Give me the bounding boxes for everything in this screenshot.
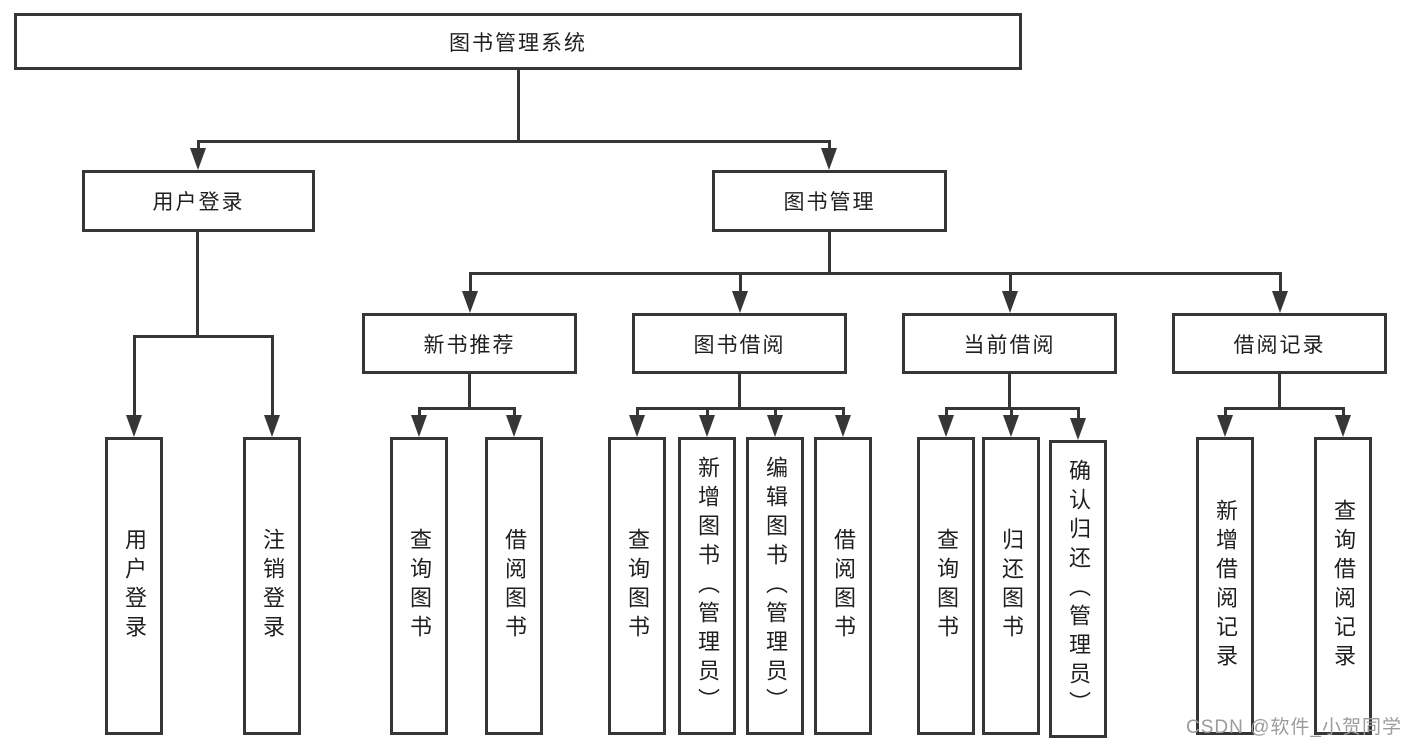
connector-stem	[828, 140, 831, 152]
arrowhead-down-icon	[1335, 415, 1351, 437]
leaf-borrow-books: 借阅图书	[814, 437, 872, 735]
arrowhead-down-icon	[1217, 415, 1233, 437]
arrowhead-down-icon	[462, 291, 478, 313]
leaf-label: 查询图书	[407, 528, 432, 644]
connector-stem	[271, 335, 274, 419]
node-book-management: 图书管理	[712, 170, 947, 232]
connector-stem	[1278, 374, 1281, 407]
node-user-login-label: 用户登录	[152, 191, 245, 214]
connector-user-login-stem	[196, 232, 199, 335]
connector-book-mgmt-hbar	[469, 272, 1282, 275]
connector-user-login-hbar	[133, 335, 274, 338]
connector-stem	[1010, 407, 1013, 419]
leaf-user-login-label: 用户登录	[122, 528, 147, 644]
node-book-borrowing-label: 图书借阅	[693, 333, 786, 357]
leaf-query-books-borrowing: 查询图书	[608, 437, 666, 735]
node-borrow-records: 借阅记录	[1172, 313, 1387, 374]
arrowhead-down-icon	[1070, 418, 1086, 440]
leaf-confirm-return-admin: 确认归还（管理员）	[1049, 440, 1107, 738]
leaf-user-login: 用户登录	[105, 437, 163, 735]
node-new-book-recommend-label: 新书推荐	[423, 333, 516, 357]
leaf-borrow-books-recommend: 借阅图书	[485, 437, 543, 735]
connector-stem	[706, 407, 709, 419]
node-root-label: 图书管理系统	[449, 31, 587, 55]
leaf-edit-books-admin: 编辑图书（管理员）	[746, 437, 804, 735]
connector-stem	[842, 407, 845, 419]
connector-stem	[468, 374, 471, 407]
node-book-borrowing: 图书借阅	[632, 313, 847, 374]
connector-stem	[513, 407, 516, 419]
leaf-label: 编辑图书（管理员）	[763, 455, 788, 717]
arrowhead-down-icon	[629, 415, 645, 437]
leaf-label: 新增借阅记录	[1213, 499, 1238, 673]
connector-stem	[469, 272, 472, 295]
node-root: 图书管理系统	[14, 13, 1022, 70]
leaf-return-books: 归还图书	[982, 437, 1040, 735]
leaf-label: 借阅图书	[831, 528, 856, 644]
connector-stem	[1077, 407, 1080, 422]
leaf-add-books-admin: 新增图书（管理员）	[678, 437, 736, 735]
node-book-management-label: 图书管理	[783, 191, 876, 214]
leaf-label: 借阅图书	[502, 528, 527, 644]
connector-stem	[739, 272, 742, 295]
connector-hbar	[636, 407, 845, 410]
arrowhead-down-icon	[938, 415, 954, 437]
node-borrow-records-label: 借阅记录	[1233, 333, 1326, 357]
csdn-watermark: CSDN @软件_小贺同学	[1186, 717, 1402, 738]
leaf-logout-label: 注销登录	[260, 528, 285, 644]
connector-stem	[1009, 272, 1012, 295]
connector-stem	[1008, 374, 1011, 407]
leaf-logout: 注销登录	[243, 437, 301, 735]
arrowhead-down-icon	[732, 291, 748, 313]
arrowhead-down-icon	[506, 415, 522, 437]
connector-stem	[636, 407, 639, 419]
connector-stem	[945, 407, 948, 419]
arrowhead-down-icon	[821, 148, 837, 170]
connector-stem	[1224, 407, 1227, 419]
connector-stem	[1279, 272, 1282, 295]
node-new-book-recommend: 新书推荐	[362, 313, 577, 374]
leaf-label: 归还图书	[999, 528, 1024, 644]
connector-stem	[738, 374, 741, 407]
arrowhead-down-icon	[835, 415, 851, 437]
leaf-query-books-recommend: 查询图书	[390, 437, 448, 735]
arrowhead-down-icon	[126, 415, 142, 437]
leaf-query-borrow-record: 查询借阅记录	[1314, 437, 1372, 735]
node-current-borrowing-label: 当前借阅	[963, 333, 1056, 357]
arrowhead-down-icon	[767, 415, 783, 437]
arrowhead-down-icon	[1002, 291, 1018, 313]
leaf-query-books-current: 查询图书	[917, 437, 975, 735]
leaf-label: 查询图书	[934, 528, 959, 644]
connector-stem	[1342, 407, 1345, 419]
connector-hbar	[418, 407, 516, 410]
connector-stem	[774, 407, 777, 419]
arrowhead-down-icon	[411, 415, 427, 437]
arrowhead-down-icon	[190, 148, 206, 170]
arrowhead-down-icon	[1272, 291, 1288, 313]
leaf-label: 确认归还（管理员）	[1066, 458, 1091, 720]
connector-book-mgmt-stem	[828, 232, 831, 272]
connector-root-stem	[517, 70, 520, 140]
arrowhead-down-icon	[699, 415, 715, 437]
leaf-add-borrow-record: 新增借阅记录	[1196, 437, 1254, 735]
leaf-label: 查询借阅记录	[1331, 499, 1356, 673]
leaf-label: 查询图书	[625, 528, 650, 644]
connector-stem	[197, 140, 200, 152]
arrowhead-down-icon	[1003, 415, 1019, 437]
leaf-label: 新增图书（管理员）	[695, 455, 720, 717]
connector-root-hbar	[197, 140, 831, 143]
node-user-login: 用户登录	[82, 170, 315, 232]
arrowhead-down-icon	[264, 415, 280, 437]
connector-stem	[418, 407, 421, 419]
connector-hbar	[1224, 407, 1345, 410]
node-current-borrowing: 当前借阅	[902, 313, 1117, 374]
connector-stem	[133, 335, 136, 419]
